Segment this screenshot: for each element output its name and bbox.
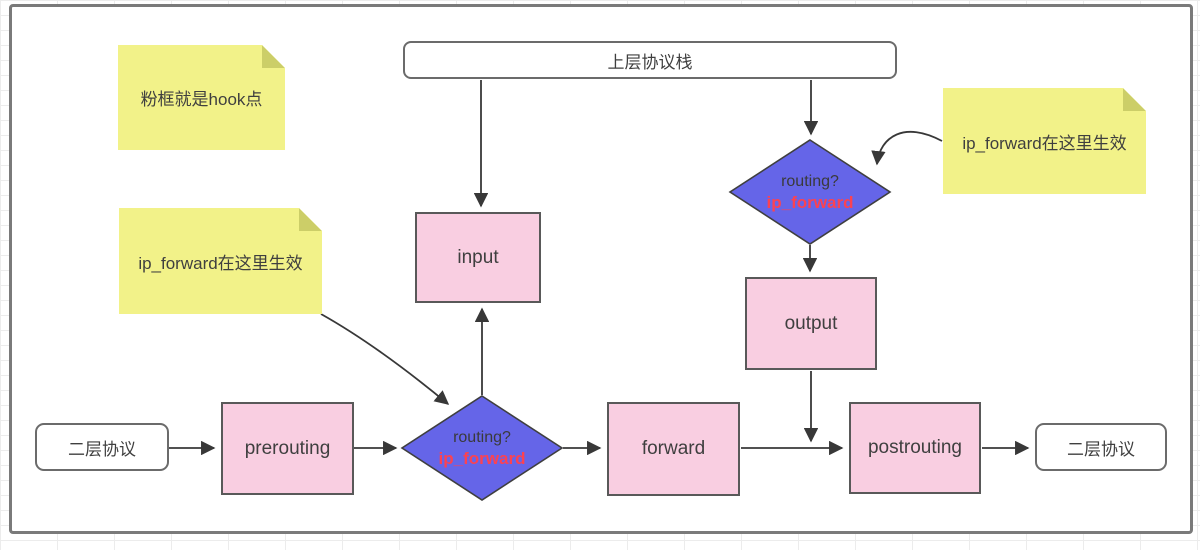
folded-corner-icon bbox=[262, 45, 285, 68]
sticky-note-text: ip_forward在这里生效 bbox=[962, 133, 1127, 153]
node-label: postrouting bbox=[867, 437, 962, 458]
node-label: forward bbox=[641, 438, 706, 459]
node-output-hook: output bbox=[745, 277, 877, 370]
sticky-note-hook-point: 粉框就是hook点 bbox=[118, 45, 285, 150]
sticky-note-text: 粉框就是hook点 bbox=[140, 90, 263, 109]
ip-forward-text: ip_forward bbox=[438, 449, 526, 468]
node-layer2-protocol-left: 二层协议 bbox=[35, 423, 169, 471]
routing-upper-label: routing? ip_forward bbox=[740, 148, 880, 236]
folded-corner-icon bbox=[1123, 88, 1146, 111]
node-upper-protocol-stack: 上层协议栈 bbox=[403, 41, 897, 79]
node-label: output bbox=[784, 312, 838, 334]
ip-forward-text: ip_forward bbox=[766, 193, 854, 212]
routing-question-text: routing? bbox=[781, 173, 839, 190]
node-forward-hook: forward bbox=[607, 402, 740, 496]
node-label: prerouting bbox=[244, 437, 331, 459]
node-prerouting-hook: prerouting bbox=[221, 402, 354, 495]
node-label: input bbox=[457, 246, 499, 268]
sticky-note-text: ip_forward在这里生效 bbox=[138, 253, 303, 273]
node-input-hook: input bbox=[415, 212, 541, 303]
routing-lower-label: routing? ip_forward bbox=[412, 404, 552, 492]
node-layer2-protocol-right: 二层协议 bbox=[1035, 423, 1167, 471]
routing-question-text: routing? bbox=[453, 429, 511, 446]
folded-corner-icon bbox=[299, 208, 322, 231]
node-label: 上层协议栈 bbox=[607, 52, 693, 72]
sticky-note-ipforward-left: ip_forward在这里生效 bbox=[119, 208, 322, 314]
node-postrouting-hook: postrouting bbox=[849, 402, 981, 494]
node-label: 二层协议 bbox=[1067, 439, 1135, 459]
node-label: 二层协议 bbox=[68, 439, 136, 459]
sticky-note-ipforward-right: ip_forward在这里生效 bbox=[943, 88, 1146, 194]
